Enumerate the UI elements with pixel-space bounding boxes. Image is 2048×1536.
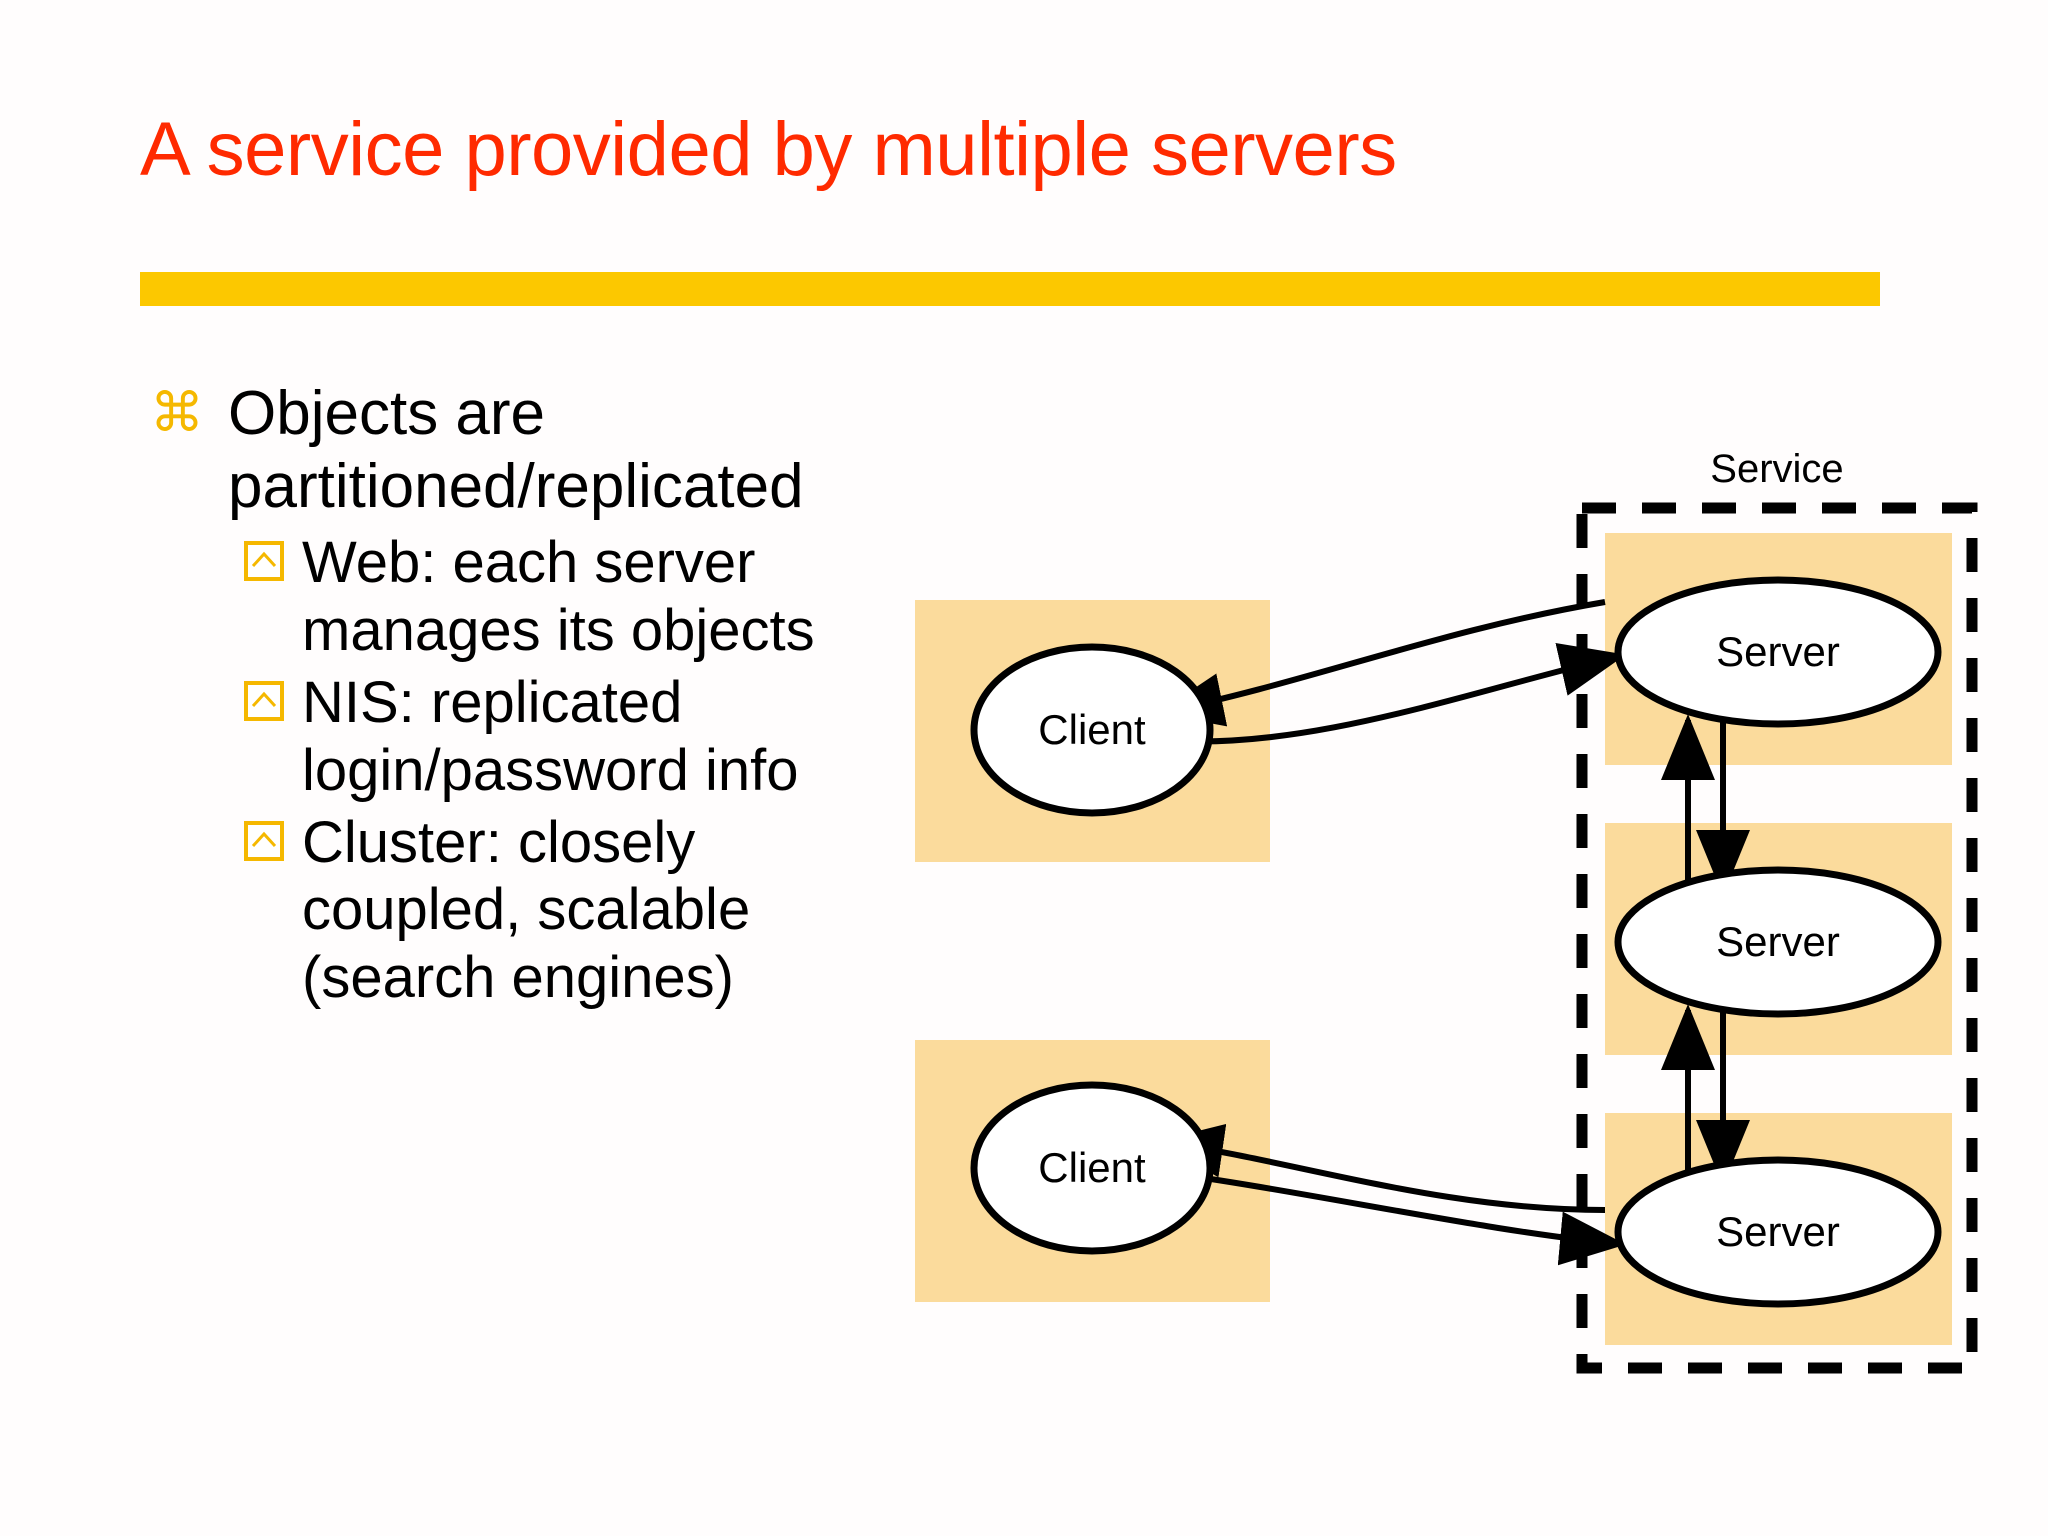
node-label: Client — [1038, 706, 1146, 753]
edge-client-top-to-server-top — [1162, 643, 1626, 745]
bullet-level2-text: NIS: replicated login/password info — [302, 669, 799, 803]
title-underline-rule — [140, 272, 1880, 306]
node-label: Server — [1716, 628, 1840, 675]
service-boundary-box — [1576, 502, 1978, 1374]
bullet-level2-text: Cluster: closely coupled, scalable (sear… — [302, 809, 751, 1011]
node-server-top[interactable]: Server — [1614, 576, 1942, 728]
architecture-diagram: Service Client Client Server Server Serv… — [880, 420, 2020, 1380]
bullet-list: ⌘ Objects are partitioned/replicated Web… — [150, 378, 890, 1012]
node-server-mid[interactable]: Server — [1614, 866, 1942, 1018]
chevron-up-icon — [244, 820, 284, 861]
node-client-top[interactable]: Client — [970, 643, 1214, 817]
chevron-up-icon — [244, 680, 284, 721]
node-label: Server — [1716, 918, 1840, 965]
page-title: A service provided by multiple servers — [140, 107, 1397, 192]
chevron-up-icon — [244, 541, 284, 582]
node-client-bottom[interactable]: Client — [970, 1081, 1214, 1255]
bullet-level2-cluster: Cluster: closely coupled, scalable (sear… — [244, 809, 890, 1013]
edge-server-bottom-to-client-bottom — [1157, 1123, 1606, 1213]
node-label: Client — [1038, 1144, 1146, 1191]
place-of-interest-icon: ⌘ — [150, 383, 204, 443]
edge-server-top-to-client-top — [1157, 599, 1606, 727]
bullet-level2-text: Web: each server manages its objects — [302, 530, 815, 663]
bullet-level1-text: Objects are partitioned/replicated — [228, 379, 804, 521]
bullet-level2-web: Web: each server manages its objects — [244, 529, 890, 665]
bullet-level2-nis: NIS: replicated login/password info — [244, 669, 890, 805]
node-label: Server — [1716, 1208, 1840, 1255]
service-label: Service — [1710, 447, 1843, 491]
bullet-level1-objects: ⌘ Objects are partitioned/replicated — [150, 378, 890, 523]
node-server-bottom[interactable]: Server — [1614, 1156, 1942, 1308]
edge-client-bottom-to-server-bottom — [1162, 1169, 1626, 1266]
